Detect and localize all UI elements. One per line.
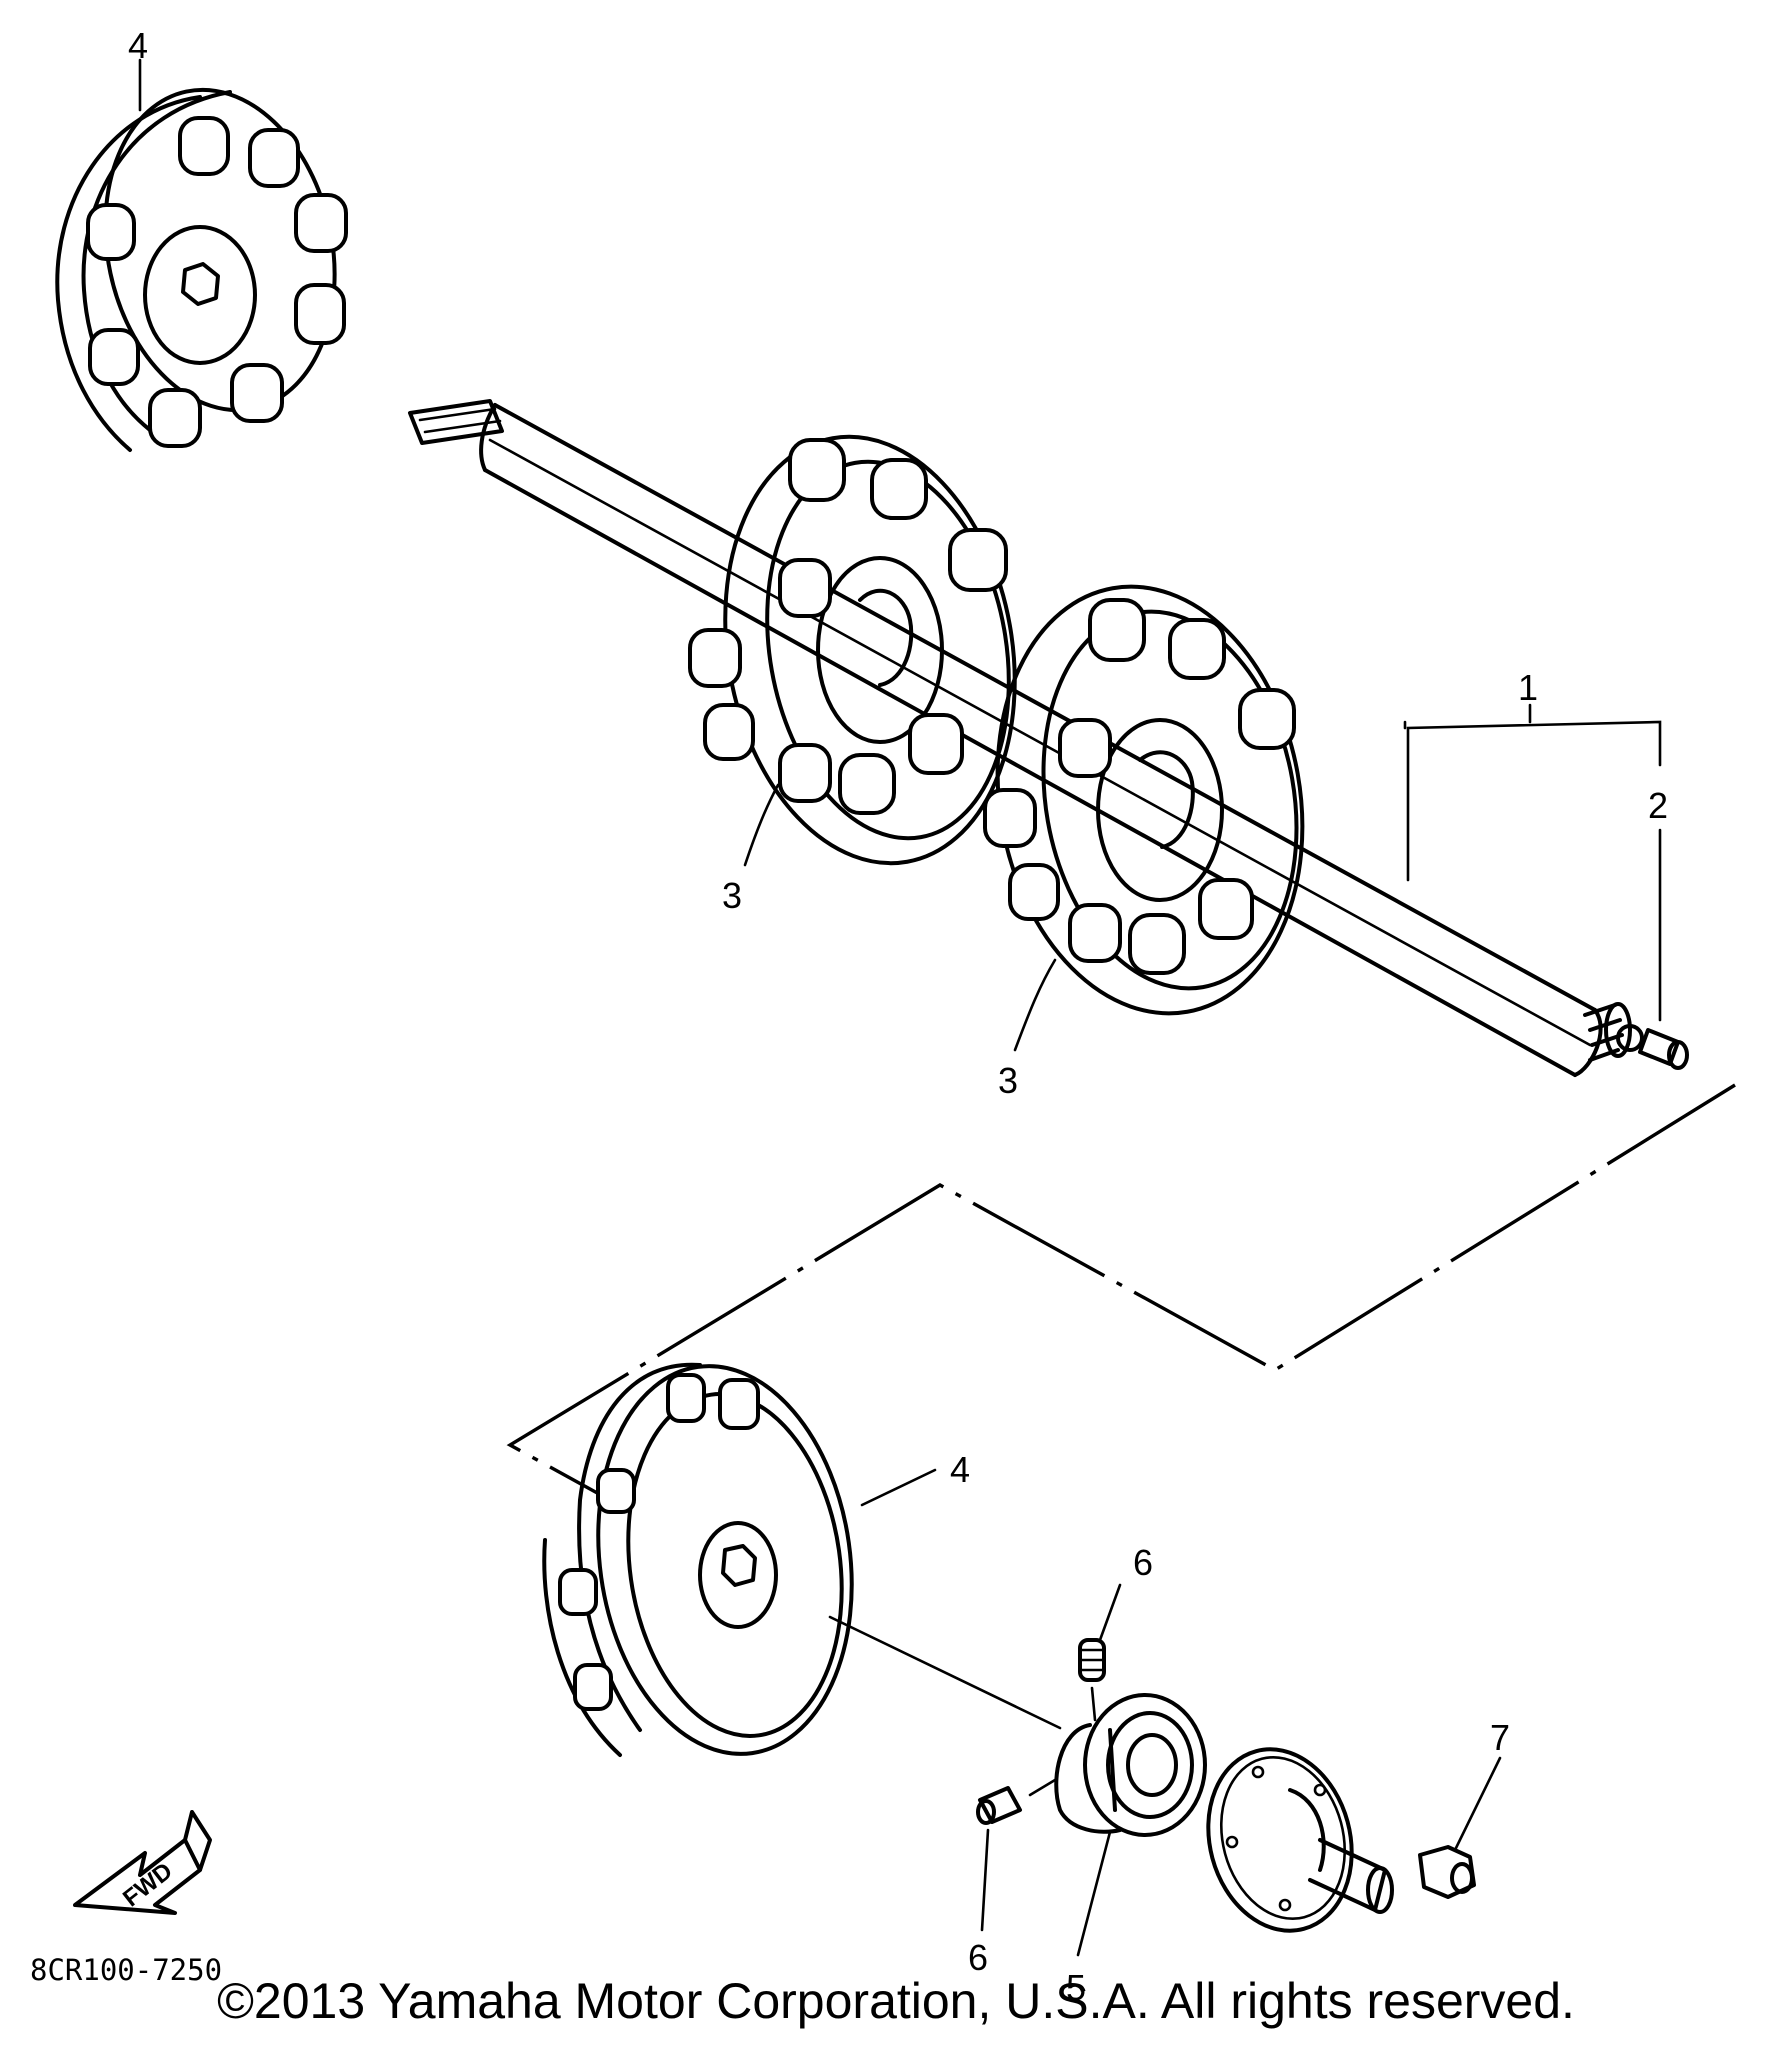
callout-3-second: 3 — [998, 1060, 1018, 1101]
sprocket-wheel-middle-2 — [983, 584, 1305, 1016]
shaft-end-nut — [1616, 1024, 1689, 1070]
callout-1: 1 — [1518, 667, 1538, 708]
nut — [1418, 1845, 1476, 1899]
sprocket-wheel-lower — [542, 1362, 854, 1757]
callout-3-leader-a — [743, 783, 780, 867]
bearing — [1054, 1693, 1207, 1837]
callout-5: 5 — [1066, 1967, 1086, 2008]
centre-line — [828, 1615, 1062, 1730]
callout-6-leader-upper — [1098, 1583, 1122, 1642]
callout-6-leader-lower — [980, 1828, 990, 1932]
flanged-hub — [1206, 1747, 1394, 1933]
callout-4-leader-lower — [860, 1468, 937, 1507]
callout-4-lower: 4 — [950, 1449, 970, 1490]
callout-2: 2 — [1648, 785, 1668, 826]
callout-6-upper: 6 — [1133, 1542, 1153, 1583]
sprocket-wheel-middle-1 — [688, 434, 1017, 866]
assembly-outline — [506, 1083, 1736, 1502]
callout-6-leader-b — [1028, 1778, 1057, 1797]
set-screw-upper — [1078, 1638, 1106, 1682]
set-screw-lower — [976, 1786, 1022, 1825]
diagram-code: 8CR100-7250 — [30, 1953, 222, 1987]
callout-6-lower: 6 — [968, 1937, 988, 1978]
callout-6-leader-a — [1090, 1686, 1097, 1722]
fwd-arrow-icon: FWD — [73, 1810, 212, 1915]
callout-7: 7 — [1490, 1717, 1510, 1758]
callout-7-leader — [1454, 1756, 1502, 1850]
sprocket-wheel-upper-left — [55, 87, 348, 452]
copyright-notice: ©2013 Yamaha Motor Corporation, U.S.A. A… — [217, 1973, 1575, 2029]
callout-3-first: 3 — [722, 875, 742, 916]
callout-4-upper: 4 — [128, 25, 148, 66]
drive-shaft — [408, 399, 1632, 1077]
callout-3-leader-b — [1013, 958, 1057, 1052]
callout-1-bracket — [1403, 703, 1662, 882]
callout-5-leader — [1076, 1830, 1112, 1957]
